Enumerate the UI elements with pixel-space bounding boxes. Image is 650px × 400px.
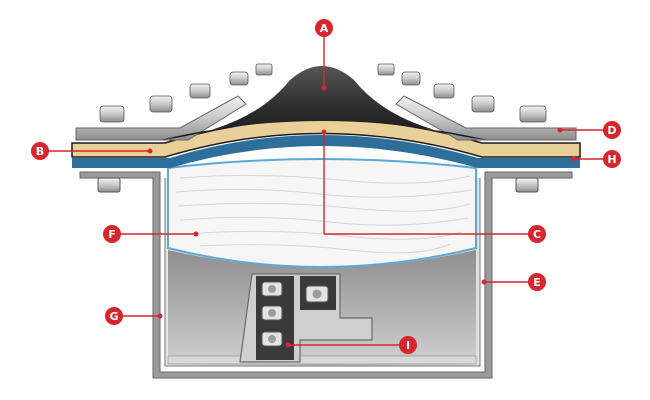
membrane-film	[72, 135, 580, 168]
svg-text:G: G	[109, 310, 118, 323]
flange-bolt-lower	[97, 177, 121, 193]
clamp-plate-right	[395, 95, 577, 141]
callout-g: G	[105, 307, 123, 325]
bracket-bolt	[261, 305, 283, 321]
steel-housing	[79, 171, 573, 379]
callout-h: H	[603, 150, 621, 168]
callout-f: F	[103, 225, 121, 243]
clamp-bolts	[99, 63, 547, 123]
callout-e: E	[528, 273, 546, 291]
fill-texture	[175, 174, 473, 254]
svg-text:D: D	[607, 124, 616, 137]
svg-text:E: E	[533, 276, 541, 289]
leader-endpoints	[147, 85, 577, 348]
bracket-bolt	[261, 331, 283, 347]
flange-bolt-lower	[515, 177, 539, 193]
bracket-bolt	[261, 281, 283, 297]
callout-a: A	[315, 19, 333, 37]
clamp-plate-left	[75, 95, 247, 141]
svg-text:A: A	[320, 22, 329, 35]
svg-text:C: C	[533, 228, 541, 241]
fill-material	[167, 158, 477, 268]
bracket-bolt	[305, 285, 329, 303]
callout-i: I	[399, 336, 417, 354]
svg-text:B: B	[36, 145, 44, 158]
callout-c: C	[528, 225, 546, 243]
svg-text:H: H	[607, 153, 616, 166]
svg-text:I: I	[406, 339, 410, 352]
bottom-plate	[167, 355, 477, 365]
svg-text:F: F	[108, 228, 116, 241]
callout-d: D	[603, 121, 621, 139]
callout-b: B	[31, 142, 49, 160]
leader-lines	[48, 34, 604, 346]
dome-cover	[160, 66, 488, 140]
